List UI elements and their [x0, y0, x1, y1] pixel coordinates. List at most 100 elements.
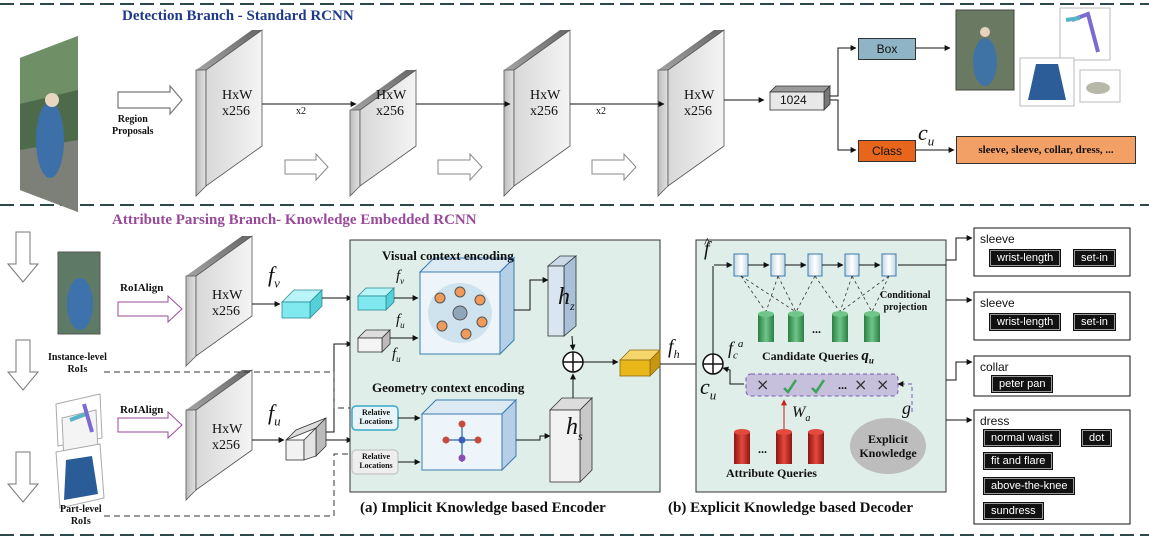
roialign-label-2: RoIAlign: [120, 404, 164, 416]
decoder-output-lines: [898, 235, 973, 423]
geometry-context-title: Geometry context encoding: [372, 380, 525, 395]
output-2-tag-2: set-in: [1073, 313, 1116, 331]
geometry-to-hs-line: [516, 433, 551, 441]
candidate-queries-label: Candidate Queries qu: [762, 348, 874, 366]
visual-context-cube: [418, 256, 516, 356]
instance-dashed-route: [104, 371, 352, 409]
output-1-title: sleeve: [980, 232, 1015, 246]
region-proposals-label: Region Proposals: [112, 114, 154, 137]
hs-label: hs: [566, 414, 583, 443]
output-2-tag-1: wrist-length: [988, 313, 1062, 331]
x2-label-1: x2: [296, 106, 306, 117]
conv-block-1: [195, 29, 263, 197]
part-dashed-route: [104, 453, 352, 517]
output-2-title: sleeve: [980, 296, 1015, 310]
g-label: g: [902, 398, 911, 418]
box-head: Box: [858, 38, 916, 60]
visual-input-fv-block: [357, 287, 395, 311]
output-4-tag-5: sundress: [983, 502, 1044, 520]
fu-label: fu: [268, 400, 281, 429]
output-4-tag-2: dot: [1080, 429, 1113, 447]
fv-label: fv: [268, 262, 280, 291]
wa-label: Wa: [792, 404, 811, 425]
roialign-arrow-2: [117, 410, 183, 440]
fc-1024-label: 1024: [780, 93, 807, 107]
output-3-title: collar: [980, 360, 1009, 374]
decoder-sum-op: [702, 353, 724, 375]
attribute-selection-bar: × × ×: [745, 373, 899, 397]
fu-inner-label-1: fu: [396, 312, 405, 330]
conditional-projection-label: Conditional projection: [880, 290, 931, 313]
part-rois-label: Part-level RoIs: [60, 504, 102, 527]
output-3-tag-1: peter pan: [990, 375, 1054, 393]
geometry-context-cube: [420, 398, 518, 472]
candidate-ellipsis: ...: [812, 322, 821, 336]
output-4-title: dress: [980, 414, 1010, 428]
bar-ellipsis: ...: [838, 378, 847, 392]
x2-label-2: x2: [596, 106, 606, 117]
conv-block-2: [349, 69, 417, 197]
fhat-label: f: [704, 238, 710, 260]
fhat-hat: ^: [704, 236, 711, 251]
detected-image-thumb: [955, 9, 1015, 91]
fh-label: fh: [668, 336, 680, 361]
hz-to-sum: [569, 335, 576, 351]
roialign-label-1: RoIAlign: [120, 282, 164, 294]
down-arrow-1: [6, 231, 40, 283]
visual-input-fu-block: [357, 329, 391, 353]
output-4-tag-3: fit and flare: [982, 452, 1054, 470]
fc-to-box-line: [830, 45, 857, 97]
fc-layer: [769, 85, 831, 111]
roialign-arrow-1: [117, 294, 183, 324]
svg-text:×: ×: [876, 375, 889, 394]
relative-locations-label-1: Relative Locations: [359, 408, 393, 426]
flow-arrow-2: [437, 152, 483, 182]
instance-rois-label: Instance-level RoIs: [48, 352, 107, 375]
explicit-knowledge-label: Explicit Knowledge: [859, 432, 917, 460]
flow-arrow-1: [284, 152, 329, 182]
down-arrow-2: [6, 339, 40, 391]
flow-arrow-3: [591, 152, 637, 182]
fu-feature-block: [285, 417, 327, 461]
fhat-cylinders: [714, 253, 897, 277]
hs-block: [549, 397, 593, 483]
fv-inner-label: fv: [396, 268, 405, 286]
output-1-tag-2: set-in: [1073, 249, 1116, 267]
input-image: [20, 36, 78, 212]
hz-label: hz: [558, 284, 575, 313]
detected-parts-thumbs: [1019, 7, 1121, 107]
fc-to-class-line: [830, 99, 857, 153]
cu-label: cu: [918, 120, 935, 149]
svg-text:×: ×: [854, 375, 867, 394]
attribute-branch-title: Attribute Parsing Branch- Knowledge Embe…: [112, 212, 477, 228]
conv-block-4: [657, 29, 725, 197]
encoder-sum-op: [562, 351, 584, 373]
decoder-caption: (b) Explicit Knowledge based Decoder: [668, 500, 913, 516]
relative-locations-label-2: Relative Locations: [359, 452, 393, 470]
instance-roi-image: [57, 251, 101, 335]
part-roi-images: [55, 393, 105, 509]
fu-to-visual-line: [326, 341, 353, 433]
candidate-query-cylinders: [758, 311, 880, 342]
svg-text:×: ×: [756, 375, 769, 394]
fh-feature-block: [619, 349, 661, 377]
part-conv-block: [185, 369, 253, 501]
explicit-knowledge-node: [850, 418, 926, 474]
attribute-queries-label: Attribute Queries: [726, 466, 817, 480]
class-output-box: sleeve, sleeve, collar, dress, ...: [956, 136, 1136, 164]
conv-block-3: [503, 29, 571, 197]
region-proposal-arrow: [117, 84, 183, 116]
conditional-projection-links: [740, 275, 890, 313]
fv-feature-block: [281, 289, 323, 319]
visual-to-hz-line: [514, 277, 549, 311]
fca-label: fca: [728, 338, 744, 362]
down-arrow-3: [6, 451, 40, 503]
attribute-query-ellipsis: ...: [758, 442, 767, 456]
attribute-query-cylinders: [734, 429, 824, 464]
visual-context-title: Visual context encoding: [382, 248, 514, 263]
